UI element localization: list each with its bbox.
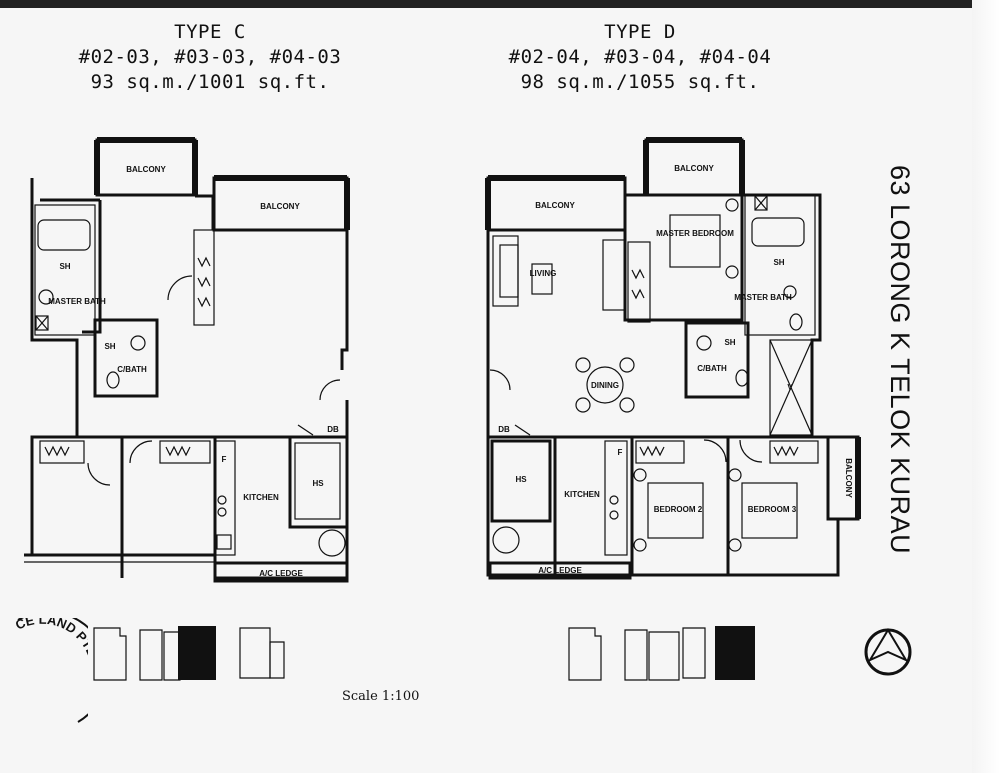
type-d-key-svg	[568, 626, 755, 681]
type-d-master-bath-label: MASTER BATH	[734, 293, 792, 302]
north-arrow-icon	[862, 620, 914, 682]
type-d-area: 98 sq.m./1055 sq.ft.	[520, 71, 760, 93]
type-c-kitchen-label: KITCHEN	[243, 493, 279, 502]
type-c-common-bath	[93, 318, 159, 398]
type-c-header: TYPE C #02-03, #03-03, #04-03 93 sq.m./1…	[40, 22, 380, 97]
type-d-kitchen-counter	[604, 440, 628, 556]
type-c-sh-common-label: SH	[104, 342, 115, 351]
type-d-kitchen-label: KITCHEN	[564, 490, 600, 499]
type-c-title: TYPE C	[174, 21, 246, 43]
type-d-ac-ledge	[488, 561, 632, 580]
type-d-master-bath	[744, 194, 816, 336]
type-d-units: #02-04, #03-04, #04-04	[508, 46, 772, 68]
stamp-svg: CE LAND PTE LTD	[13, 610, 109, 723]
type-c-f-label: F	[222, 455, 227, 464]
type-c-ac-ledge-label: A/C LEDGE	[259, 569, 303, 578]
type-d-key-plan	[565, 622, 775, 684]
type-d-balcony-top-label: BALCONY	[674, 164, 714, 173]
type-d-bedroom3-bed	[741, 482, 798, 539]
scale-label: Scale 1:100	[342, 689, 420, 704]
type-c-key-plan	[90, 622, 290, 684]
developer-stamp: CE LAND PTE LTD	[8, 610, 109, 728]
type-c-washer-icon	[318, 529, 346, 557]
stamp-text: CE LAND PTE LTD	[13, 612, 103, 688]
type-d-tv-console	[602, 239, 626, 311]
type-c-basin-icon	[38, 289, 54, 305]
type-c-sh-master-label: SH	[59, 262, 70, 271]
type-c-hs-label: HS	[312, 479, 324, 488]
type-d-dining-label: DINING	[591, 381, 619, 390]
type-d-v-label: V	[787, 383, 793, 392]
type-c-unit-highlight	[178, 626, 216, 680]
type-c-balcony-left-label: BALCONY	[126, 165, 166, 174]
type-d-master-bedroom-label: MASTER BEDROOM	[656, 229, 734, 238]
type-c-hs-room	[288, 435, 349, 529]
scan-margin	[972, 0, 1000, 773]
type-c-key-svg	[93, 626, 285, 681]
type-d-bedroom2-bed	[647, 482, 704, 539]
type-d-balcony-side-label: BALCONY	[844, 458, 853, 498]
type-d-bedroom2-label: BEDROOM 2	[654, 505, 703, 514]
type-d-sh-master-label: SH	[773, 258, 784, 267]
type-d-master-bed	[669, 214, 721, 268]
scan-border	[0, 0, 1000, 8]
type-c-kitchen-counter	[214, 440, 236, 556]
type-d-sofa	[492, 235, 519, 307]
type-d-master-bedroom	[623, 193, 744, 322]
type-c-cbath-label: C/BATH	[117, 365, 147, 374]
type-d-hs-room	[490, 439, 552, 523]
type-d-hs-label: HS	[515, 475, 527, 484]
type-d-dining-table	[586, 366, 624, 404]
type-d-cbath-label: C/BATH	[697, 364, 727, 373]
type-d-living-label: LIVING	[530, 269, 557, 278]
type-d-yard	[769, 339, 813, 436]
type-c-master-bath-label: MASTER BATH	[48, 297, 106, 306]
type-c-bathtub-icon	[37, 219, 91, 251]
type-c-balcony-right-label: BALCONY	[260, 202, 300, 211]
type-c-wardrobe	[193, 229, 215, 326]
type-d-f-label: F	[618, 448, 623, 457]
type-c-area: 93 sq.m./1001 sq.ft.	[90, 71, 330, 93]
type-c-units: #02-03, #03-03, #04-03	[78, 46, 342, 68]
type-d-ac-ledge-label: A/C LEDGE	[538, 566, 582, 575]
type-d-title: TYPE D	[604, 21, 676, 43]
type-d-header: TYPE D #02-04, #03-04, #04-04 98 sq.m./1…	[470, 22, 810, 97]
type-d-sh-common-label: SH	[724, 338, 735, 347]
type-d-db-label: DB	[498, 425, 510, 434]
type-d-balcony-left-label: BALCONY	[535, 201, 575, 210]
type-c-db-label: DB	[327, 425, 339, 434]
svg-text:CE LAND PTE LTD: CE LAND PTE LTD	[13, 618, 88, 687]
type-d-bedroom3-label: BEDROOM 3	[748, 505, 797, 514]
type-d-unit-highlight	[715, 626, 755, 680]
type-d-common-bath	[684, 321, 750, 399]
